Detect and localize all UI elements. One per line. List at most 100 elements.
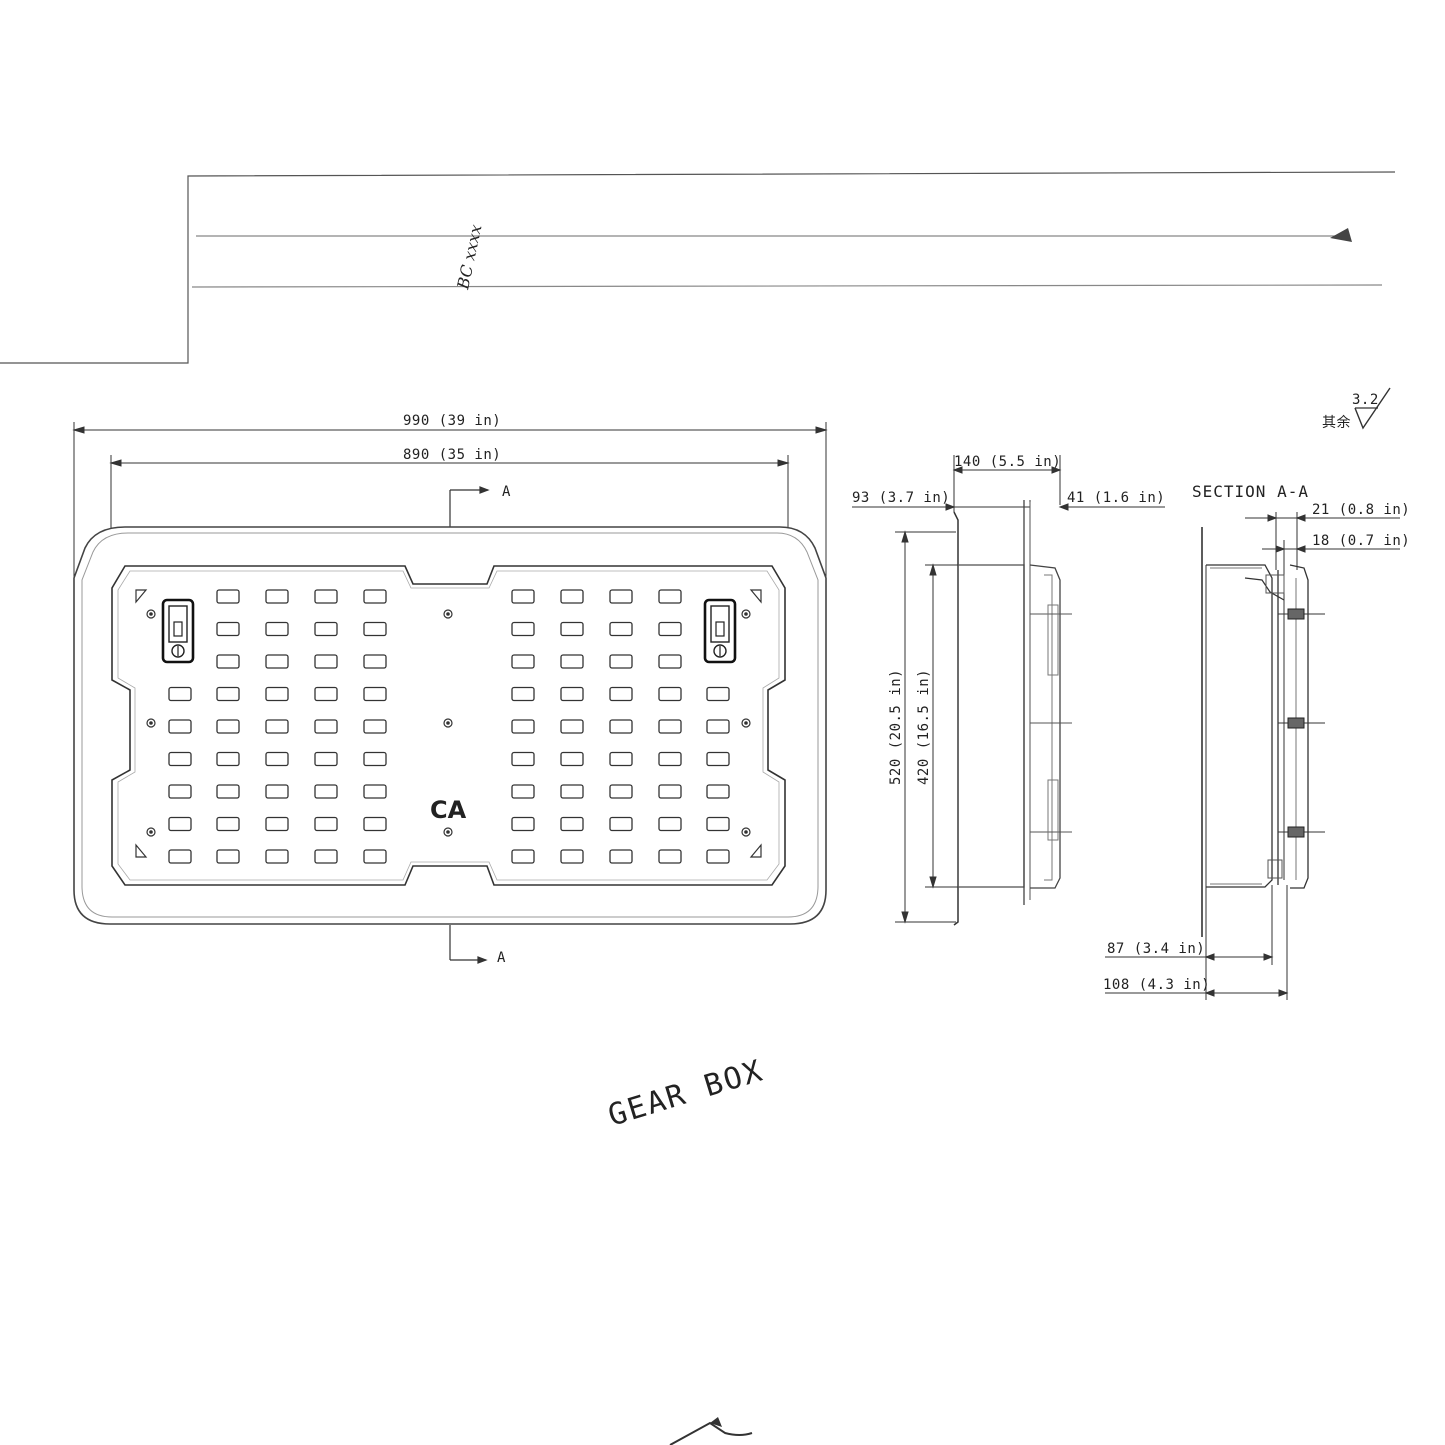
vent-slot [314, 816, 338, 832]
vent-slot [216, 654, 240, 669]
vent-slot [265, 784, 289, 799]
vent-slot [363, 589, 387, 604]
corner-markers [135, 589, 762, 858]
latch-right[interactable] [703, 598, 737, 664]
dim-overall-width [72, 422, 828, 598]
vent-slot [511, 719, 535, 734]
signature-scribble: BC xxxx [453, 223, 485, 292]
vent-slot [314, 621, 338, 637]
ca-logo: CA [430, 796, 467, 824]
vent-slot [706, 719, 730, 734]
section-marker-top-label: A [502, 484, 511, 500]
dim-108: 108 (4.3 in) [1103, 977, 1210, 993]
dim-inner-width [109, 455, 790, 565]
dim-overall-width-label: 990 (39 in) [403, 413, 501, 429]
vent-slot [609, 654, 633, 669]
vent-slot [363, 849, 387, 864]
section-title: SECTION A-A [1192, 482, 1309, 501]
vent-slot [168, 686, 192, 702]
logo-text: CA [430, 796, 467, 824]
vent-slot [706, 686, 730, 702]
vent-slot [511, 849, 535, 864]
vent-slot [609, 719, 633, 734]
section-marker-bottom [449, 925, 488, 964]
front-view: 990 (39 in) 890 (35 in) A A [72, 413, 828, 966]
vent-slot [314, 589, 338, 604]
vent-slot [658, 719, 682, 734]
dim-18: 18 (0.7 in) [1312, 533, 1410, 549]
arrow-mark-icon [1330, 228, 1352, 242]
vent-slot [609, 686, 633, 702]
vent-slot [216, 784, 240, 799]
gear-box-label: GEAR BOX [604, 1053, 768, 1133]
vent-slot [216, 719, 240, 734]
vent-slot [265, 654, 289, 669]
dim-depth-total: 140 (5.5 in) [954, 454, 1061, 470]
vent-slot [363, 719, 387, 734]
vent-slot [168, 816, 192, 832]
signature: BC xxxx [453, 223, 485, 292]
vent-slot [658, 816, 682, 832]
vent-slot [658, 751, 682, 767]
vent-slot [658, 654, 682, 669]
section-marker-top [449, 486, 490, 528]
vent-slot [511, 621, 535, 637]
surface-finish-value: 3.2 [1352, 392, 1379, 408]
vent-slot [706, 849, 730, 864]
vent-slot [706, 784, 730, 799]
vent-slot [216, 849, 240, 864]
vent-slot [363, 816, 387, 832]
vent-slot [658, 784, 682, 799]
vent-slot [609, 816, 633, 832]
screw-holes [146, 609, 751, 837]
vent-slot [658, 621, 682, 637]
vent-slot [168, 849, 192, 864]
vent-slot [314, 784, 338, 799]
vent-slot [560, 784, 584, 799]
vent-slot [511, 589, 535, 604]
vent-slot [216, 686, 240, 702]
vent-slot [216, 621, 240, 637]
dim-inner-width-label: 890 (35 in) [403, 447, 501, 463]
section-marker-bottom-label: A [497, 950, 506, 966]
side-view: 140 (5.5 in) 93 (3.7 in) 41 (1.6 in) 520… [852, 454, 1165, 926]
vent-slot [560, 751, 584, 767]
dim-87: 87 (3.4 in) [1107, 941, 1205, 957]
vent-slot [560, 816, 584, 832]
title-block [0, 171, 1396, 364]
latch-left[interactable] [161, 598, 195, 664]
dim-depth-left: 93 (3.7 in) [852, 490, 950, 506]
vent-slot [216, 751, 240, 767]
vent-slot [265, 719, 289, 734]
vent-slot [314, 849, 338, 864]
vent-slot [511, 816, 535, 832]
vent-slot [314, 719, 338, 734]
vent-slot [216, 816, 240, 832]
vent-slot [363, 621, 387, 637]
bottom-stamp-icon [669, 1417, 753, 1445]
vent-slot [560, 849, 584, 864]
vent-slot [265, 816, 289, 832]
vent-slot [511, 784, 535, 799]
vent-slot [314, 686, 338, 702]
vent-slot [609, 849, 633, 864]
vent-slot [609, 784, 633, 799]
inner-flange-line [81, 532, 819, 918]
vent-slot [560, 589, 584, 604]
surface-finish-symbol: 其余 3.2 [1322, 387, 1391, 431]
vent-slot [363, 751, 387, 767]
vent-slot [363, 654, 387, 669]
vent-slot [609, 751, 633, 767]
vent-slot [265, 621, 289, 637]
section-view: SECTION A-A [1103, 482, 1410, 1000]
vent-slot [560, 654, 584, 669]
vent-slot [609, 589, 633, 604]
vent-slot [265, 589, 289, 604]
vent-slot [314, 751, 338, 767]
vent-slot [168, 719, 192, 734]
vent-slot [706, 751, 730, 767]
surface-finish-prefix: 其余 [1322, 414, 1351, 431]
vent-slot [363, 784, 387, 799]
vent-slot [168, 751, 192, 767]
vent-slot [511, 686, 535, 702]
